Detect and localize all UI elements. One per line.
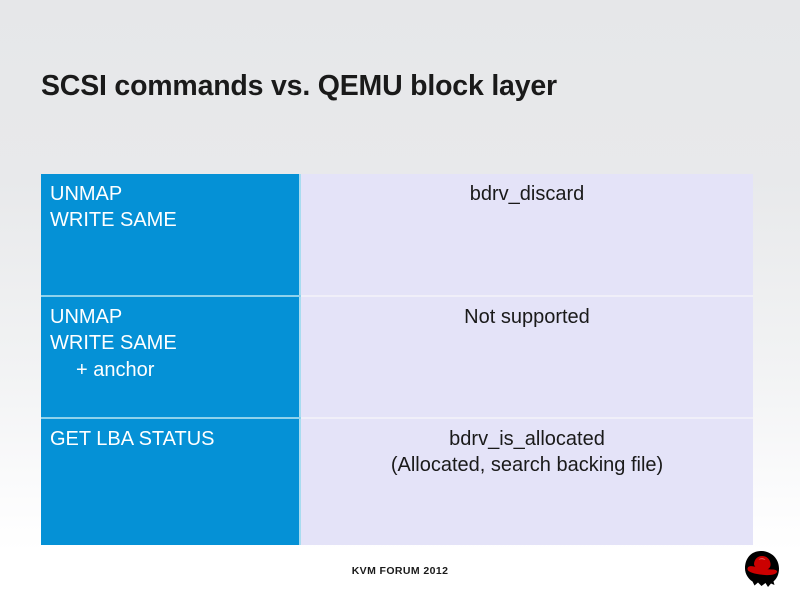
scsi-command-line-2: WRITE SAME [50,209,177,232]
footer-conference-label: KVM FORUM 2012 [351,565,449,577]
scsi-to-qemu-mapping-table: UNMAP WRITE SAME bdrv_discard UNMAP WRITE … [41,174,753,545]
qemu-block-cell: bdrv_discard [300,174,753,297]
scsi-command-line-2: WRITE SAME [50,332,177,355]
qemu-block-line-1: bdrv_is_allocated [449,428,605,450]
table-row: UNMAP WRITE SAME + anchor Not supported [41,296,753,419]
scsi-command-line-1: UNMAP [50,306,123,328]
red-hat-shadowman-icon [738,549,784,591]
qemu-block-cell: bdrv_is_allocated (Allocated, search back… [300,418,753,545]
page-title: SCSI commands vs. QEMU block layer [41,70,557,103]
scsi-command-cell: UNMAP WRITE SAME + anchor [41,296,301,419]
qemu-block-line-2: (Allocated, search backing file) [390,454,664,477]
scsi-command-line-1: GET LBA STATUS [50,428,215,450]
scsi-command-cell: UNMAP WRITE SAME [41,174,301,297]
qemu-block-cell: Not supported [300,296,753,419]
qemu-block-line-1: Not supported [464,306,590,328]
table-row: GET LBA STATUS bdrv_is_allocated (Allocat… [41,418,753,545]
scsi-command-line-1: UNMAP [50,183,123,205]
scsi-command-cell: GET LBA STATUS [41,418,301,545]
table-row: UNMAP WRITE SAME bdrv_discard [41,174,753,297]
qemu-block-line-1: bdrv_discard [469,183,585,205]
red-hat-shadowman-icon-svg [745,551,779,587]
scsi-command-line-3: + anchor [76,358,155,381]
